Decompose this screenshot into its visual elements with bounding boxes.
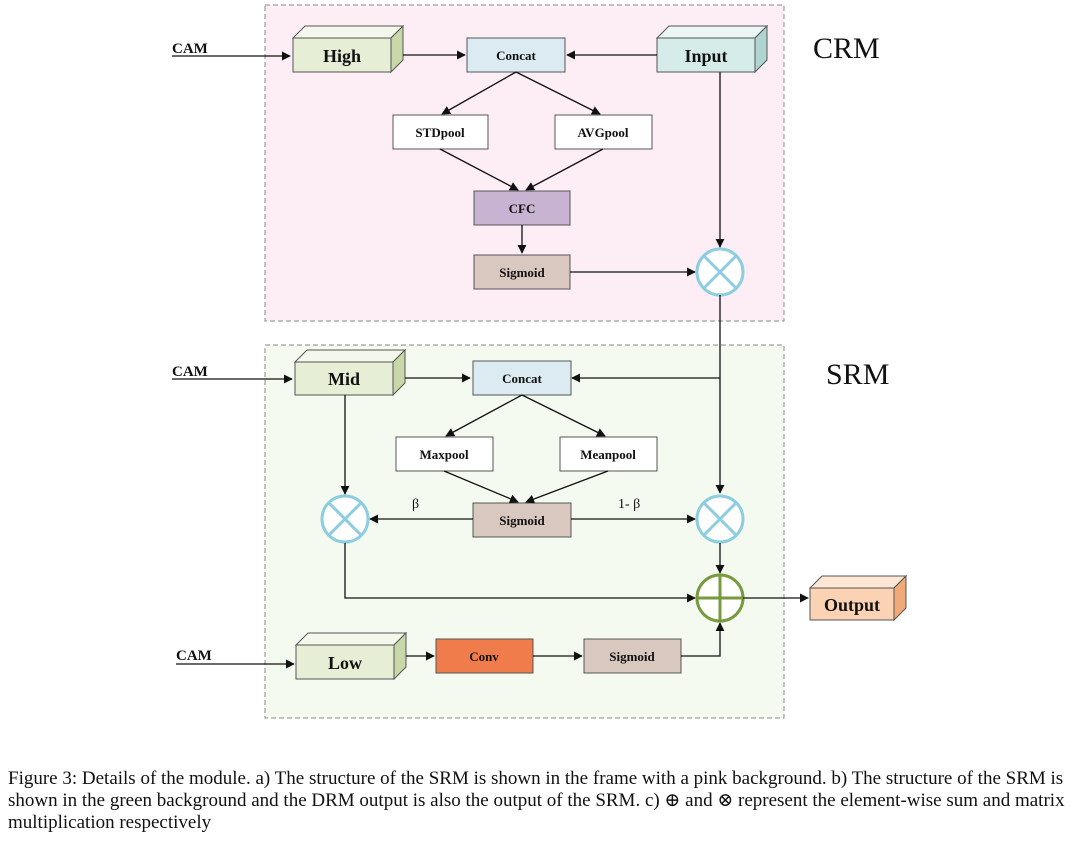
arrow-mean-sigmoid [525, 470, 609, 504]
low-block: Low [294, 631, 408, 681]
svg-text:Input: Input [684, 46, 727, 66]
srm-multiply-left-icon [320, 494, 370, 544]
element-sum-icon [695, 573, 745, 623]
output-block: Output [808, 574, 908, 622]
arrow-concat-std [441, 71, 517, 115]
cam-label-mid: CAM [172, 364, 208, 380]
module-diagram: CRM SRM CAM High Input Concat STDpool AV… [172, 4, 908, 719]
svg-text:Output: Output [824, 595, 880, 615]
svg-text:STDpool: STDpool [415, 125, 465, 140]
arrow-std-cfc [439, 148, 519, 191]
svg-text:Concat: Concat [496, 48, 536, 63]
srm-multiply-right-icon [695, 494, 745, 544]
srm-label: SRM [826, 358, 889, 391]
cam-label-high: CAM [172, 41, 208, 57]
srm-sigmoid-node: Sigmoid [472, 502, 572, 538]
svg-text:Maxpool: Maxpool [419, 447, 469, 462]
one-minus-beta-label: 1- β [618, 497, 640, 512]
arrow-concat-max [445, 394, 523, 437]
arrow-multiply-left-sum [344, 543, 696, 603]
arrow-max-sigmoid [443, 470, 519, 504]
crm-sigmoid-node: Sigmoid [473, 254, 571, 290]
svg-text:Low: Low [328, 653, 362, 673]
cfc-node: CFC [473, 190, 571, 226]
arrow-concat-avg [515, 71, 601, 115]
figure-caption: Figure 3: Details of the module. a) The … [8, 768, 1065, 833]
crm-concat-node: Concat [466, 37, 566, 73]
meanpool-node: Meanpool [559, 436, 658, 472]
stdpool-node: STDpool [392, 114, 489, 150]
svg-text:Mid: Mid [328, 369, 360, 389]
arrow-concat-mean [521, 394, 606, 437]
svg-text:Sigmoid: Sigmoid [499, 265, 545, 280]
high-block: High [291, 24, 405, 74]
arrow-avg-cfc [525, 148, 604, 191]
cam-label-low: CAM [176, 648, 212, 664]
crm-label: CRM [813, 32, 880, 65]
svg-text:Sigmoid: Sigmoid [499, 513, 545, 528]
conv-node: Conv [435, 638, 534, 674]
arrow-low-sigmoid-sum [681, 622, 725, 657]
input-block: Input [655, 24, 769, 74]
beta-label: β [412, 497, 419, 512]
srm-concat-node: Concat [472, 360, 572, 396]
svg-text:Sigmoid: Sigmoid [609, 649, 655, 664]
svg-text:Meanpool: Meanpool [580, 447, 636, 462]
svg-text:CFC: CFC [509, 201, 536, 216]
svg-text:High: High [323, 46, 361, 66]
svg-text:Conv: Conv [469, 649, 499, 664]
avgpool-node: AVGpool [554, 114, 653, 150]
maxpool-node: Maxpool [395, 436, 494, 472]
svg-text:Concat: Concat [502, 371, 542, 386]
low-sigmoid-node: Sigmoid [583, 638, 682, 674]
mid-block: Mid [293, 348, 407, 397]
crm-multiply-icon [695, 247, 745, 297]
svg-text:AVGpool: AVGpool [577, 125, 628, 140]
